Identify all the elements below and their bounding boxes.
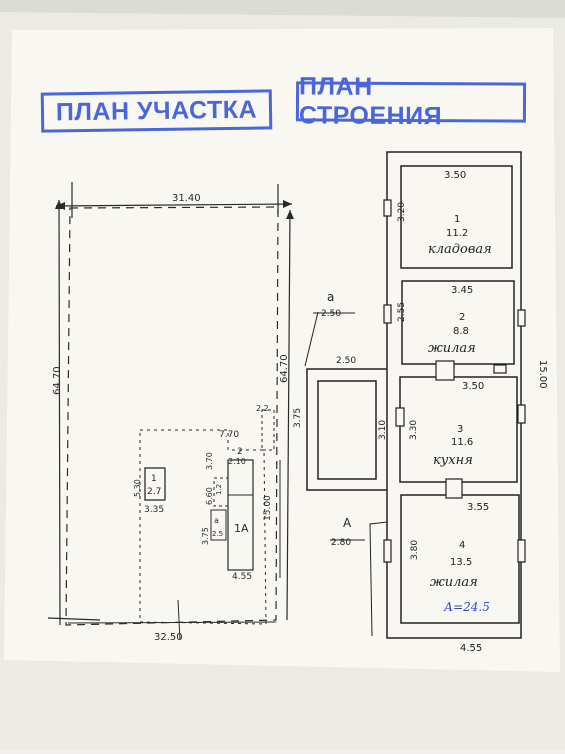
side-dim-1: 3.70 [205, 452, 214, 470]
label-two: 2 [237, 447, 243, 457]
room-4-name: жилая [430, 575, 478, 590]
small-dim: 2.2 [256, 404, 269, 413]
room-4-width: 3.55 [467, 502, 489, 513]
room-2-width: 3.45 [451, 285, 473, 296]
site-arrows [55, 200, 294, 219]
site-right-dimension-line [286, 209, 291, 621]
room-2-outline [401, 280, 515, 365]
building-plan-stamp: ПЛАН СТРОЕНИЯ [295, 72, 527, 130]
room-1-width: 3.50 [444, 170, 466, 181]
window-3 [517, 309, 526, 327]
window-1 [383, 199, 392, 217]
site-left-dimension-line [58, 199, 61, 626]
porch-width: 2.50 [336, 356, 356, 366]
label-a: а [214, 516, 219, 525]
porch-label: а [327, 290, 334, 304]
label-b1: 1.2 [215, 484, 223, 495]
door-4 [395, 407, 405, 427]
room-3-inner-depth: 3.30 [409, 420, 419, 440]
room-3-area: 11.6 [451, 437, 473, 448]
window-2 [383, 304, 392, 324]
total-length: 15.00 [537, 360, 548, 389]
porch-outer [306, 368, 387, 491]
door-2 [493, 364, 507, 374]
room-1-outline [400, 165, 513, 269]
site-top-dimension-line [55, 203, 293, 207]
room-2-name: жилая [428, 341, 476, 356]
side-dim-2: 6.60 [205, 487, 214, 505]
bottom-width: 4.55 [460, 643, 482, 654]
annex-a [210, 509, 227, 541]
building-labels: 3.50 3.20 1 11.2 кладовая 3.45 2.55 2 8.… [293, 170, 548, 654]
paper-edge [0, 0, 565, 18]
annex-label: А [343, 516, 352, 530]
room-4-area: 13.5 [450, 557, 472, 568]
site-labels: 31.40 64.70 64.70 32.50 1 2.7 3.35 5.30 … [52, 193, 290, 643]
label-two-val: 2.10 [228, 457, 246, 466]
room-1-area: 11.2 [446, 228, 468, 239]
shed [144, 467, 166, 501]
site-plan-stamp: ПЛАН УЧАСТКА [40, 89, 273, 133]
room-1-number: 1 [454, 214, 460, 225]
porch-leader [304, 311, 319, 367]
site-bottom-left-tick [47, 617, 101, 621]
side-dim-3: 3.75 [201, 527, 210, 545]
label-main: 1А [234, 522, 249, 535]
room-1-depth: 3.20 [397, 202, 407, 222]
room-3-number: 3 [457, 424, 463, 435]
site-house [227, 459, 254, 571]
room-3-depth: 3.10 [378, 420, 388, 440]
porch-side: 3.75 [293, 408, 303, 428]
shed-number: 1 [151, 474, 157, 484]
site-right-length: 64.70 [279, 354, 290, 383]
window-4 [517, 404, 526, 424]
room-1-name: кладовая [428, 242, 492, 257]
door-3 [445, 478, 463, 499]
annex-b [213, 477, 229, 507]
window-5 [383, 539, 392, 563]
shed-side: 5.30 [133, 479, 142, 497]
total-area-note: А=24.5 [443, 600, 490, 614]
shed-area: 2.7 [147, 487, 161, 497]
porch-inner [317, 380, 377, 480]
porch-top-dimension: 2.50 [321, 309, 341, 319]
arrow-up [55, 200, 63, 209]
plot-top-segment: 7.70 [219, 430, 239, 440]
room-4-number: 4 [459, 540, 465, 551]
site-bottom-tick [177, 599, 181, 641]
arrow-up-right [286, 210, 294, 219]
shed-width: 3.35 [144, 505, 164, 515]
paper-sheet [4, 28, 560, 672]
room-2-area: 8.8 [453, 326, 469, 337]
room-4-depth: 3.80 [410, 540, 420, 560]
site-bottom-line [67, 621, 277, 624]
label-a-val: 2.5 [212, 530, 223, 538]
small-structure [261, 409, 275, 451]
house-width: 4.55 [232, 572, 252, 582]
door-1 [435, 360, 455, 381]
house-length: 15.00 [263, 495, 273, 521]
openings [383, 199, 526, 563]
site-bottom-width: 32.50 [154, 632, 183, 643]
annex-width: 2.80 [331, 538, 351, 548]
site-left-length: 64.70 [52, 366, 63, 395]
building-outer-wall [386, 151, 522, 639]
site-boundary [65, 206, 279, 626]
site-plan [47, 182, 293, 641]
annex-a-line [369, 521, 388, 637]
arrow-right [283, 200, 292, 208]
room-2-depth: 2.55 [397, 302, 407, 322]
room-2-number: 2 [459, 312, 465, 323]
site-top-width: 31.40 [172, 193, 201, 204]
room-3-name: кухня [433, 453, 473, 468]
room-3-width: 3.50 [462, 381, 484, 392]
window-6 [517, 539, 526, 563]
